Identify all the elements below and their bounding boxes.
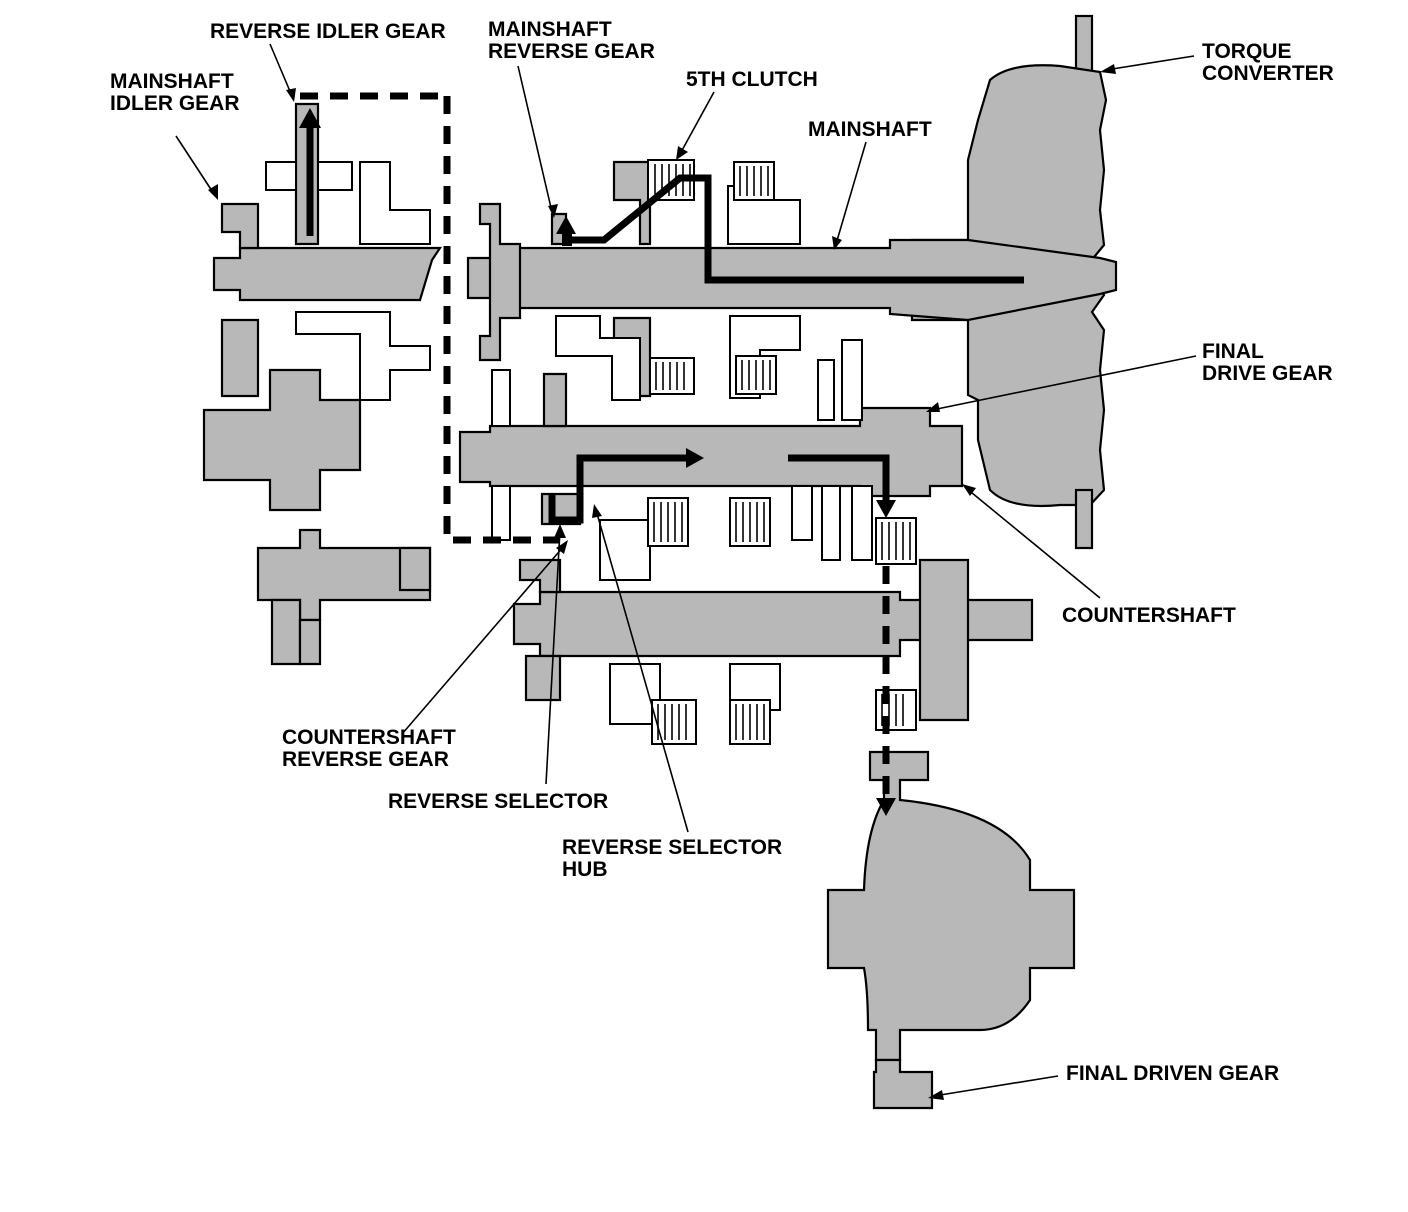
countershaft-clutch-pack-3 — [875, 517, 917, 565]
label-mainshaft-reverse-gear-line1: MAINSHAFT — [488, 18, 612, 41]
label-countershaft-reverse-gear-line1: COUNTERSHAFT — [282, 726, 456, 749]
label-torque-converter-line2: CONVERTER — [1202, 62, 1334, 85]
label-reverse-selector-hub-line1: REVERSE SELECTOR — [562, 836, 782, 859]
label-reverse-selector: REVERSE SELECTOR — [388, 790, 608, 813]
label-reverse-selector-hub-line2: HUB — [562, 858, 608, 881]
mainshaft-assembly — [466, 160, 1118, 401]
label-reverse-idler-gear: REVERSE IDLER GEAR — [210, 20, 446, 43]
labels: REVERSE IDLER GEAR MAINSHAFT IDLER GEAR … — [110, 18, 1334, 1085]
countershaft-clutch-pack-2 — [729, 497, 771, 547]
idler-shaft-assembly — [202, 102, 443, 666]
countershaft-assembly — [458, 339, 964, 561]
lower-clutch-pack-3 — [875, 689, 917, 731]
label-final-drive-gear-line1: FINAL — [1202, 340, 1264, 363]
final-driven-gear-differential — [826, 750, 1076, 1110]
mainshaft-clutch-pack-3 — [649, 357, 695, 395]
label-mainshaft-idler-gear-line1: MAINSHAFT — [110, 70, 234, 93]
power-flow-path — [299, 92, 1024, 816]
label-torque-converter-line1: TORQUE — [1202, 40, 1291, 63]
lower-shaft-assembly — [512, 519, 1034, 725]
lower-clutch-pack-1 — [651, 699, 697, 745]
label-5th-clutch: 5TH CLUTCH — [686, 68, 818, 91]
label-final-driven-gear: FINAL DRIVEN GEAR — [1066, 1062, 1279, 1085]
lower-clutch-pack-2 — [729, 699, 771, 745]
mainshaft-clutch-pack-2 — [733, 161, 775, 201]
countershaft-clutch-pack-1 — [647, 497, 689, 547]
label-mainshaft: MAINSHAFT — [808, 118, 932, 141]
label-countershaft: COUNTERSHAFT — [1062, 604, 1236, 627]
label-mainshaft-idler-gear-line2: IDLER GEAR — [110, 92, 240, 115]
label-mainshaft-reverse-gear-line2: REVERSE GEAR — [488, 40, 655, 63]
label-countershaft-reverse-gear-line2: REVERSE GEAR — [282, 748, 449, 771]
mainshaft-clutch-pack-4 — [735, 355, 777, 395]
leader-lines — [175, 43, 1197, 1100]
label-final-drive-gear-line2: DRIVE GEAR — [1202, 362, 1333, 385]
